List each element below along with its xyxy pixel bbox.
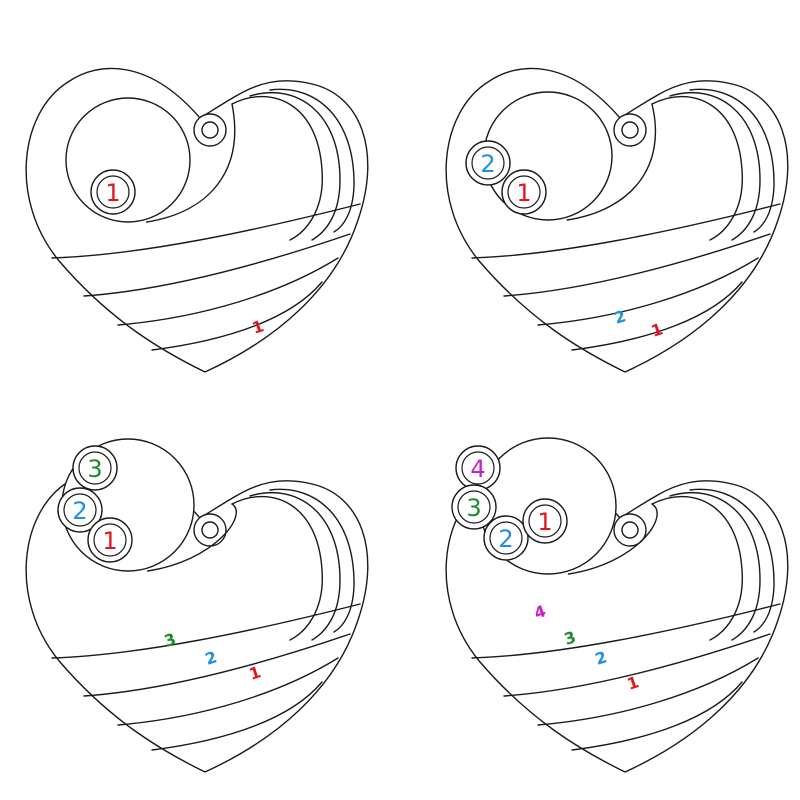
heart-stripe xyxy=(83,633,351,697)
birthstone-face xyxy=(507,175,541,209)
heart-layer-arc xyxy=(249,91,341,241)
birthstone-face xyxy=(471,146,505,180)
heart-outline xyxy=(25,67,369,373)
heart-layer-arc xyxy=(231,495,323,641)
spiral-tail xyxy=(147,503,237,572)
bail-ring-hole xyxy=(201,121,219,139)
birthstone-number: 3 xyxy=(87,455,102,483)
heart-stripe xyxy=(537,257,759,326)
engraved-band-number: 1 xyxy=(250,316,266,338)
heart-layer-arc xyxy=(669,91,761,241)
bail-ring-hole xyxy=(621,121,639,139)
birthstone-2: 2 xyxy=(483,515,529,561)
heart-stripe xyxy=(117,257,339,326)
heart-stripe xyxy=(503,633,771,697)
spiral-tail xyxy=(145,103,236,223)
birthstone-face xyxy=(489,521,523,555)
heart-stripe xyxy=(83,233,351,297)
birthstone-number: 1 xyxy=(102,527,117,555)
bail-ring-hole xyxy=(201,521,219,539)
birthstone-3: 3 xyxy=(451,484,497,530)
birthstone-2: 2 xyxy=(57,487,103,533)
engraved-band-number: 1 xyxy=(625,672,641,694)
birthstone-number: 1 xyxy=(105,179,120,207)
heart-layer-arc xyxy=(269,88,355,233)
birthstone-face xyxy=(93,523,127,557)
birthstone-number: 4 xyxy=(470,455,485,483)
engraved-band-number: 1 xyxy=(247,662,263,684)
heart-stripe xyxy=(571,281,743,351)
heart-stripe xyxy=(471,603,781,659)
heart-stripe xyxy=(571,681,743,751)
birthstone-1: 1 xyxy=(501,169,547,215)
birthstone-2: 2 xyxy=(465,140,511,186)
heart-layer-arc xyxy=(669,491,761,641)
birthstone-face xyxy=(457,490,491,524)
birthstone-number: 2 xyxy=(72,497,87,525)
heart-stripe xyxy=(51,203,361,259)
engraved-band-number: 3 xyxy=(562,627,578,649)
heart-layer-arc xyxy=(689,488,775,633)
heart-layer-arc xyxy=(651,95,743,241)
spiral-tail xyxy=(567,503,658,575)
birthstone-number: 1 xyxy=(516,179,531,207)
heart-stripe xyxy=(151,281,323,351)
birthstone-face xyxy=(63,493,97,527)
heart-layer-arc xyxy=(651,495,743,641)
heart-layer-arc xyxy=(249,491,341,641)
heart-stripe xyxy=(51,603,361,659)
bail-ring-hole xyxy=(621,521,639,539)
birthstone-3: 3 xyxy=(72,445,118,491)
engraved-band-number: 3 xyxy=(162,629,178,651)
heart-stripe xyxy=(503,233,771,297)
birthstone-1: 1 xyxy=(90,169,136,215)
birthstone-number: 3 xyxy=(466,494,481,522)
engraved-band-number: 2 xyxy=(612,306,628,328)
birthstone-1: 1 xyxy=(522,498,568,544)
heart-layer-arc xyxy=(269,488,355,633)
engraved-band-number: 2 xyxy=(203,647,219,669)
birthstone-number: 2 xyxy=(498,525,513,553)
engraved-band-number: 2 xyxy=(593,647,609,669)
heart-layer-arc xyxy=(231,95,323,241)
birthstone-4: 4 xyxy=(455,445,501,491)
birthstone-face xyxy=(461,451,495,485)
heart-pendant-1: 11 xyxy=(25,67,369,373)
engraved-band-number: 1 xyxy=(649,319,665,341)
birthstone-face xyxy=(96,175,130,209)
heart-stripe xyxy=(537,657,759,726)
birthstone-number: 1 xyxy=(537,508,552,536)
spiral-tail xyxy=(566,103,657,221)
birthstone-1: 1 xyxy=(87,517,133,563)
engraved-band-number: 4 xyxy=(532,601,548,623)
birthstone-face xyxy=(78,451,112,485)
birthstone-number: 2 xyxy=(480,150,495,178)
heart-stripe xyxy=(117,657,339,726)
heart-stripe xyxy=(151,681,323,751)
birthstone-face xyxy=(528,504,562,538)
heart-stripe xyxy=(471,203,781,259)
heart-layer-arc xyxy=(689,88,775,233)
